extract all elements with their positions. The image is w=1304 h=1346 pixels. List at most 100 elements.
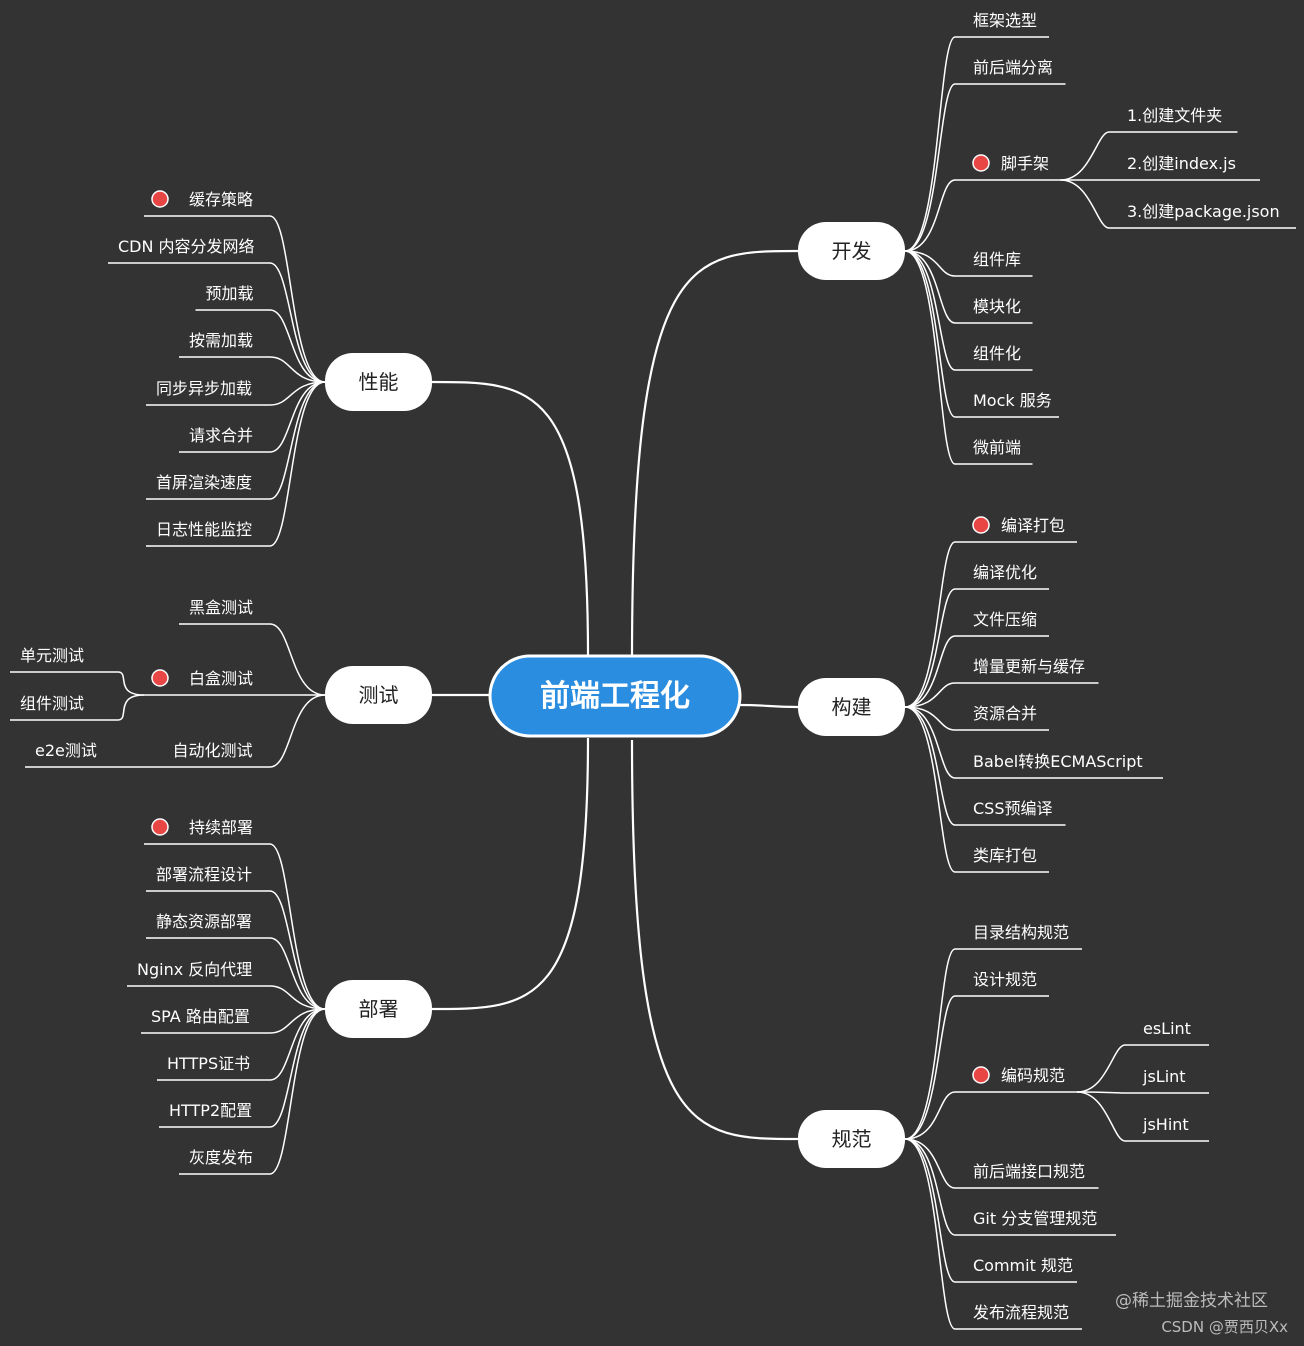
leaf-topic[interactable]: CDN 内容分发网络 bbox=[108, 237, 270, 264]
leaf-topic[interactable]: Mock 服务 bbox=[955, 391, 1059, 418]
sub-topic-label: 单元测试 bbox=[20, 646, 84, 665]
leaf-topic[interactable]: 文件压缩 bbox=[955, 610, 1049, 637]
link-kaifa-3 bbox=[904, 250, 956, 277]
leaf-topic-label: 编码规范 bbox=[1001, 1066, 1065, 1085]
leaf-topic-label: Commit 规范 bbox=[973, 1256, 1073, 1275]
leaf-topic[interactable]: 前后端分离 bbox=[955, 58, 1066, 85]
leaf-topic-label: 按需加载 bbox=[189, 331, 253, 350]
leaf-topic[interactable]: 预加载 bbox=[195, 284, 271, 311]
branch-topic-goujian[interactable]: 构建 bbox=[798, 678, 905, 736]
leaf-topic-label: 前后端分离 bbox=[973, 58, 1053, 77]
sub-topic[interactable]: 单元测试 bbox=[10, 646, 118, 673]
leaf-topic[interactable]: 自动化测试 bbox=[162, 741, 271, 768]
leaf-topic[interactable]: 类库打包 bbox=[955, 846, 1049, 873]
sub-topic-label: 2.创建index.js bbox=[1127, 154, 1236, 173]
leaf-topic[interactable]: 组件库 bbox=[955, 250, 1033, 277]
leaf-topic-label: Git 分支管理规范 bbox=[973, 1209, 1097, 1228]
leaf-topic[interactable]: Git 分支管理规范 bbox=[955, 1209, 1116, 1236]
leaf-topic[interactable]: HTTP2配置 bbox=[159, 1101, 270, 1128]
leaf-topic[interactable]: 脚手架 bbox=[955, 154, 1061, 181]
link-root-goujian bbox=[739, 703, 799, 709]
leaf-topic[interactable]: 持续部署 bbox=[144, 818, 270, 845]
leaf-topic[interactable]: 增量更新与缓存 bbox=[955, 657, 1099, 684]
leaf-topic-label: CSS预编译 bbox=[973, 799, 1053, 818]
leaf-topic[interactable]: 部署流程设计 bbox=[146, 865, 270, 892]
link-bushu-0 bbox=[269, 843, 326, 1010]
leaf-topic[interactable]: 请求合并 bbox=[179, 426, 270, 453]
leaf-topic[interactable]: 设计规范 bbox=[955, 970, 1049, 997]
link-sub-guifan-2-2 bbox=[1076, 1091, 1126, 1142]
branch-topic-bushu[interactable]: 部署 bbox=[325, 980, 432, 1038]
sub-topic[interactable]: 1.创建文件夹 bbox=[1109, 106, 1238, 133]
link-bushu-4 bbox=[269, 1008, 326, 1034]
sub-topic[interactable]: jsLint bbox=[1125, 1067, 1209, 1094]
leaf-topic[interactable]: 编译打包 bbox=[955, 516, 1077, 543]
leaf-topic[interactable]: 微前端 bbox=[955, 438, 1033, 465]
branch-topic-box bbox=[325, 353, 432, 411]
watermark-line-2: CSDN @贾西贝Xx bbox=[1161, 1318, 1288, 1336]
leaf-topic-label: 编译优化 bbox=[973, 563, 1037, 582]
leaf-topic[interactable]: 缓存策略 bbox=[144, 190, 270, 217]
leaf-topic[interactable]: 组件化 bbox=[955, 344, 1033, 371]
leaf-topic[interactable]: SPA 路由配置 bbox=[141, 1007, 270, 1034]
leaf-topic[interactable]: 框架选型 bbox=[955, 11, 1049, 38]
leaf-topic[interactable]: 静态资源部署 bbox=[146, 912, 270, 939]
link-sub-guifan-2-1 bbox=[1076, 1091, 1126, 1094]
leaf-topic-label: HTTP2配置 bbox=[169, 1101, 252, 1120]
leaf-topic-label: 框架选型 bbox=[973, 11, 1037, 30]
priority-marker-icon bbox=[151, 190, 169, 208]
link-bushu-3 bbox=[269, 985, 326, 1010]
leaf-topic[interactable]: 按需加载 bbox=[179, 331, 270, 358]
link-sub-kaifa-2-2 bbox=[1060, 179, 1110, 229]
link-sub-ceshi-1-1 bbox=[117, 694, 145, 721]
sub-topic[interactable]: 2.创建index.js bbox=[1109, 154, 1260, 181]
leaf-topic[interactable]: 同步异步加载 bbox=[146, 379, 270, 406]
branch-topic-box bbox=[325, 666, 432, 724]
branch-topic-xingneng[interactable]: 性能 bbox=[325, 353, 432, 411]
leaf-topic[interactable]: Nginx 反向代理 bbox=[127, 960, 270, 987]
branch-topic-kaifa[interactable]: 开发 bbox=[798, 222, 905, 280]
leaf-topic-label: 日志性能监控 bbox=[156, 520, 252, 539]
sub-topic[interactable]: esLint bbox=[1125, 1019, 1209, 1046]
sub-topic[interactable]: 3.创建package.json bbox=[1109, 202, 1296, 229]
link-xingneng-4 bbox=[269, 381, 326, 406]
branch-topic-box bbox=[325, 980, 432, 1038]
branch-topic-guifan[interactable]: 规范 bbox=[798, 1110, 905, 1168]
link-root-guifan bbox=[630, 739, 799, 1141]
leaf-topic[interactable]: HTTPS证书 bbox=[157, 1054, 270, 1081]
sub-topic-label: jsLint bbox=[1142, 1067, 1186, 1086]
leaf-topic-label: SPA 路由配置 bbox=[151, 1007, 250, 1026]
link-bushu-1 bbox=[269, 890, 326, 1010]
leaf-topic[interactable]: 黑盒测试 bbox=[179, 598, 270, 625]
leaf-topic[interactable]: 发布流程规范 bbox=[955, 1303, 1082, 1330]
link-root-bushu bbox=[431, 737, 590, 1011]
leaf-topic[interactable]: 目录结构规范 bbox=[955, 923, 1082, 950]
leaf-topic[interactable]: 前后端接口规范 bbox=[955, 1162, 1099, 1189]
leaf-topic[interactable]: 日志性能监控 bbox=[146, 520, 270, 547]
link-goujian-7 bbox=[904, 706, 956, 873]
leaf-topic[interactable]: CSS预编译 bbox=[955, 799, 1066, 826]
priority-marker-icon bbox=[972, 516, 990, 534]
leaf-topic[interactable]: 编码规范 bbox=[955, 1066, 1077, 1093]
link-kaifa-4 bbox=[904, 250, 956, 324]
leaf-topic[interactable]: 编译优化 bbox=[955, 563, 1049, 590]
priority-marker-icon bbox=[972, 1066, 990, 1084]
link-guifan-2 bbox=[904, 1091, 956, 1140]
leaf-topic[interactable]: Babel转换ECMAScript bbox=[955, 752, 1163, 779]
sub-topic[interactable]: e2e测试 bbox=[25, 741, 163, 768]
sub-topic[interactable]: jsHint bbox=[1125, 1115, 1209, 1142]
leaf-topic[interactable]: 灰度发布 bbox=[179, 1148, 270, 1175]
leaf-topic[interactable]: 资源合并 bbox=[955, 704, 1049, 731]
leaf-topic[interactable]: Commit 规范 bbox=[955, 1256, 1077, 1283]
leaf-topic[interactable]: 模块化 bbox=[955, 297, 1033, 324]
leaf-topic[interactable]: 首屏渲染速度 bbox=[146, 473, 270, 500]
watermark: @稀土掘金技术社区 CSDN @贾西贝Xx bbox=[1115, 1291, 1288, 1336]
sub-topic-label: 组件测试 bbox=[20, 694, 84, 713]
sub-topic[interactable]: 组件测试 bbox=[10, 694, 118, 721]
leaf-topic[interactable]: 白盒测试 bbox=[144, 669, 270, 696]
branch-topic-ceshi[interactable]: 测试 bbox=[325, 666, 432, 724]
leaf-topic-label: 自动化测试 bbox=[173, 741, 253, 760]
root-topic[interactable]: 前端工程化 bbox=[488, 654, 742, 738]
branch-topic-box bbox=[798, 222, 905, 280]
